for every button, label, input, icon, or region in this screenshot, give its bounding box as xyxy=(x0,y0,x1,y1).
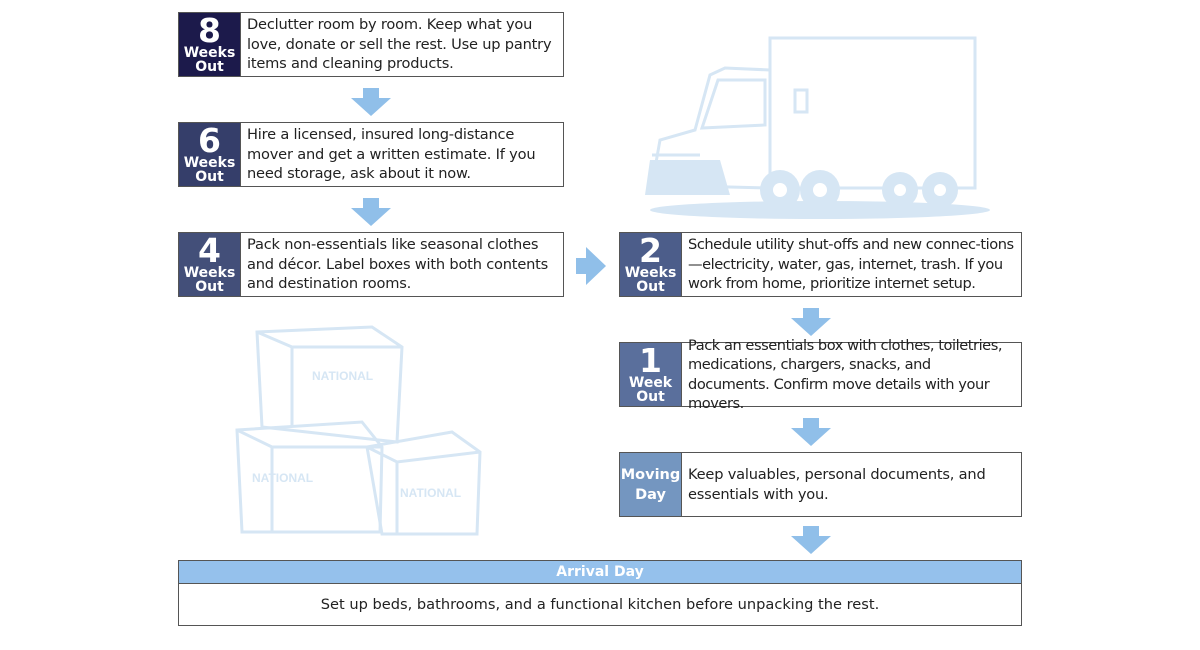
arrival-day-panel: Arrival Day Set up beds, bathrooms, and … xyxy=(178,560,1022,626)
badge-number: 2 xyxy=(639,230,662,270)
badge-unit: Weeks xyxy=(624,264,677,281)
badge-out: Out xyxy=(195,278,224,295)
svg-text:NATIONAL: NATIONAL xyxy=(252,471,313,485)
badge-out: Out xyxy=(636,278,665,295)
badge-number: 1 xyxy=(639,340,662,380)
step-text: Keep valuables, personal documents, and … xyxy=(688,466,986,503)
badge-number: 6 xyxy=(198,120,221,160)
box-logo: NATIONAL xyxy=(312,369,373,383)
moving-truck-illustration xyxy=(645,36,990,219)
badge-unit: Weeks xyxy=(183,154,236,171)
badge-unit: Weeks xyxy=(183,44,236,61)
badge-out: Out xyxy=(195,168,224,185)
badge-out: Out xyxy=(195,58,224,75)
badge-out: Out xyxy=(636,388,665,405)
moving-boxes-illustration: NATIONAL NATIONAL NATIONAL xyxy=(235,325,482,536)
arrow-down-icon xyxy=(791,308,831,336)
arrow-down-icon xyxy=(351,198,391,226)
step-text: Pack an essentials box with clothes, toi… xyxy=(688,336,1003,413)
step-text: Hire a licensed, insured long-distance m… xyxy=(247,126,536,183)
badge-number: 4 xyxy=(198,230,221,270)
svg-text:NATIONAL: NATIONAL xyxy=(400,486,461,500)
badge-number: 8 xyxy=(198,10,221,50)
badge-label: Day xyxy=(635,486,666,503)
badge-label: Moving xyxy=(620,466,681,483)
arrow-down-icon xyxy=(791,526,831,554)
step-text: Schedule utility shut-offs and new conne… xyxy=(688,236,1014,293)
arrow-down-icon xyxy=(791,418,831,446)
arrival-day-text: Set up beds, bathrooms, and a functional… xyxy=(320,596,880,613)
arrow-down-icon xyxy=(351,88,391,116)
step-text: Pack non-essentials like seasonal clothe… xyxy=(247,236,549,293)
step-text: Declutter room by room. Keep what you lo… xyxy=(247,16,552,73)
badge-unit: Week xyxy=(628,374,673,391)
arrival-day-title: Arrival Day xyxy=(179,561,1021,584)
arrow-right-icon xyxy=(576,247,606,285)
badge-unit: Weeks xyxy=(183,264,236,281)
